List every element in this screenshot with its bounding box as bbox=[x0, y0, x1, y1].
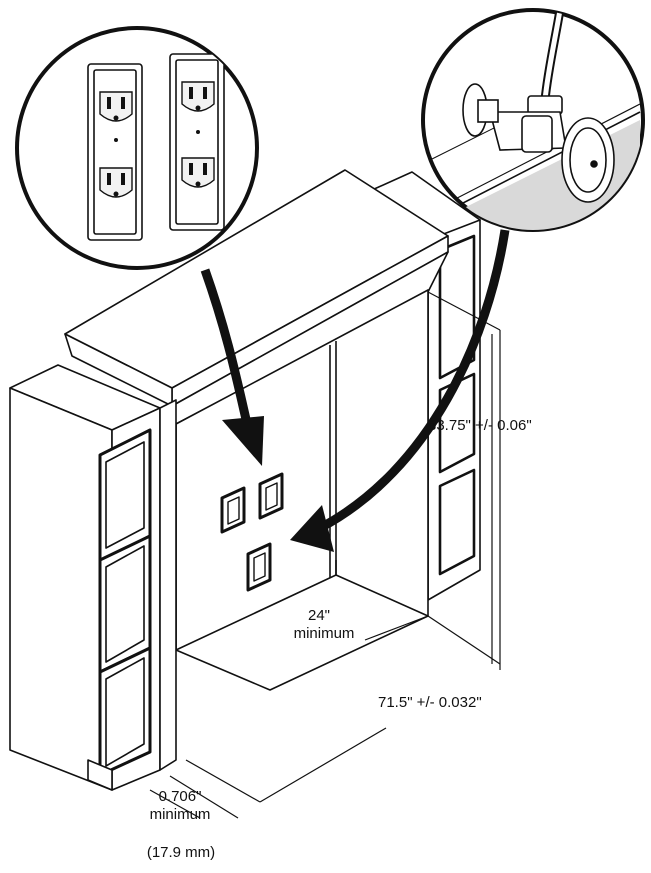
width-dimension-label: 71.5" +/- 0.032" bbox=[378, 694, 482, 711]
callout-arrows bbox=[200, 229, 510, 552]
valve-inset bbox=[421, 8, 645, 232]
dimension-lines bbox=[149, 291, 501, 819]
outlet-inset bbox=[15, 26, 259, 270]
shutoff-valve-icon bbox=[429, 10, 641, 230]
duplex-outlet-icon bbox=[87, 53, 225, 241]
height-dimension-label: 83.75" +/- 0.06" bbox=[428, 417, 532, 434]
depth-minimum-label: minimum bbox=[293, 625, 355, 642]
gap-value-label: 0.706" bbox=[158, 788, 202, 805]
depth-value-label: 24" bbox=[307, 607, 330, 624]
gap-metric-label: (17.9 mm) bbox=[146, 844, 216, 861]
wall-boxes bbox=[220, 472, 284, 592]
left-tall-cabinet bbox=[9, 364, 177, 791]
gap-minimum-label: minimum bbox=[149, 806, 211, 823]
